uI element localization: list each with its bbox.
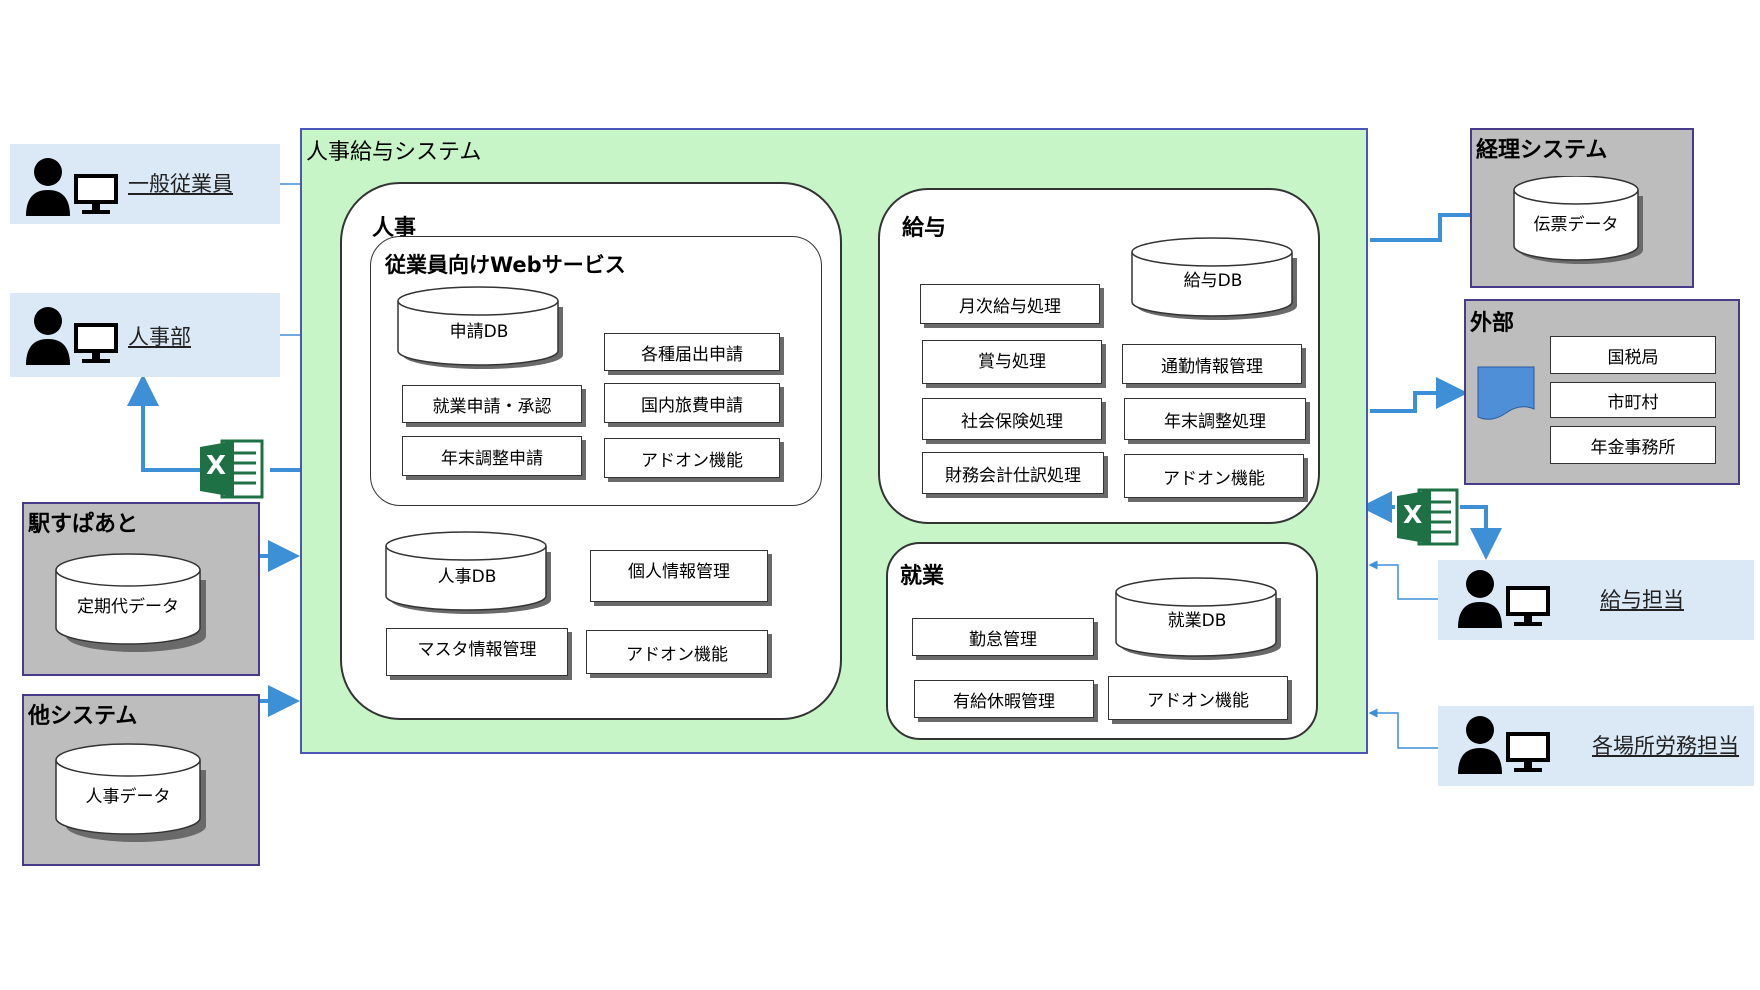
function-label: アドオン機能 (626, 644, 728, 665)
cylinder-label: 人事データ (85, 787, 171, 807)
external-shichoson: 市町村 (1550, 382, 1716, 418)
function-tsukin-joho: 通勤情報管理 (1122, 344, 1302, 384)
actor-label[interactable]: 各場所労務担当 (1592, 734, 1739, 758)
cylinder-label: 申請DB (449, 322, 509, 342)
function-label: 勤怠管理 (969, 629, 1037, 650)
excel-glyph: X (1403, 500, 1423, 529)
external-label: 国税局 (1607, 347, 1659, 368)
external-label: 市町村 (1607, 392, 1659, 413)
excel-icon-graphic (1397, 488, 1459, 546)
excel-to-payroll-arrow (1460, 505, 1502, 560)
cylinder-jinji-db: 人事DB (384, 530, 551, 614)
function-shakai-hoken: 社会保険処理 (922, 398, 1102, 440)
function-addon-kyuyo: アドオン機能 (1124, 454, 1304, 498)
section-title: 従業員向けWebサービス (385, 253, 626, 277)
person-computer-icon (26, 307, 118, 365)
function-nenmatsu-shori: 年末調整処理 (1124, 398, 1306, 440)
function-label: マスタ情報管理 (417, 640, 537, 660)
system-title: 外部 (1470, 311, 1515, 336)
actor-site-labor-staff[interactable]: 各場所労務担当 (1438, 706, 1754, 786)
function-label: アドオン機能 (1163, 468, 1265, 489)
system-accounting: 経理システム 伝票データ (1470, 128, 1694, 288)
function-yukyu: 有給休暇管理 (914, 680, 1094, 718)
person-computer-icon (26, 158, 118, 216)
system-ekisupa: 駅すぱあと 定期代データ (22, 502, 260, 676)
function-label: 賞与処理 (978, 352, 1046, 372)
actor-general-employee[interactable]: 一般従業員 (10, 144, 280, 224)
excel-icon: X (1395, 484, 1461, 550)
function-master-joho: マスタ情報管理 (386, 628, 568, 676)
external-label: 年金事務所 (1590, 437, 1676, 458)
function-label: 就業申請・承認 (432, 396, 552, 417)
function-kojin-joho: 個人情報管理 (590, 550, 768, 602)
cylinder-kyuyo-db: 給与DB (1130, 236, 1297, 320)
function-label: 年末調整申請 (441, 448, 543, 469)
system-title: 駅すぱあと (28, 512, 139, 537)
function-getsuji-kyuyo: 月次給与処理 (920, 284, 1100, 324)
excel-to-hr-arrow (127, 374, 200, 472)
site-labor-connector (1368, 708, 1438, 749)
function-label: 有給休暇管理 (953, 691, 1055, 712)
cylinder-label: 伝票データ (1533, 215, 1619, 235)
cylinder-jinji-data: 人事データ (54, 742, 206, 842)
cylinder-label: 給与DB (1183, 271, 1243, 291)
section-title: 給与 (902, 216, 947, 241)
cylinder-shape (1513, 176, 1643, 264)
excel-glyph: X (206, 451, 227, 481)
external-nenkin-jimusho: 年金事務所 (1550, 426, 1716, 464)
function-label: 財務会計仕訳処理 (945, 465, 1081, 486)
cylinder-label: 就業DB (1167, 611, 1227, 631)
section-title: 就業 (900, 564, 945, 589)
person-computer-icon (1458, 570, 1550, 628)
function-label: 国内旅費申請 (641, 395, 743, 416)
external-connector (1370, 377, 1468, 413)
function-zaimu-kaikei: 財務会計仕訳処理 (922, 452, 1104, 494)
excel-icon: X (198, 435, 266, 503)
cylinder-shape (397, 286, 563, 369)
actor-label[interactable]: 人事部 (128, 325, 191, 349)
actor-payroll-staff[interactable]: 給与担当 (1438, 560, 1754, 640)
cylinder-shape (55, 743, 206, 842)
system-title: 経理システム (1476, 138, 1608, 163)
function-shugyo-shinsei: 就業申請・承認 (402, 385, 582, 423)
cylinder-label: 人事DB (437, 567, 497, 587)
function-label: 通勤情報管理 (1161, 356, 1263, 377)
function-label: アドオン機能 (1147, 690, 1249, 711)
function-addon-jinji: アドオン機能 (586, 630, 768, 674)
cylinder-shinsei-db: 申請DB (396, 285, 563, 369)
cylinder-teikidai: 定期代データ (54, 552, 206, 652)
system-other: 他システム 人事データ (22, 694, 260, 866)
actor-label[interactable]: 一般従業員 (128, 172, 233, 196)
function-nenmatsu-shinsei: 年末調整申請 (402, 436, 582, 476)
main-system-title: 人事給与システム (306, 140, 482, 165)
function-kokunai-ryohi: 国内旅費申請 (604, 383, 780, 423)
cylinder-shape (1131, 237, 1297, 320)
actor-label[interactable]: 給与担当 (1600, 588, 1684, 612)
system-title: 他システム (28, 704, 138, 729)
function-label: 個人情報管理 (628, 562, 730, 582)
cylinder-label: 定期代データ (77, 597, 179, 617)
function-label: 各種届出申請 (641, 344, 743, 365)
cylinder-denpyo: 伝票データ (1512, 176, 1643, 264)
payroll-staff-connector (1368, 560, 1438, 600)
function-addon-shugyo: アドオン機能 (1108, 676, 1288, 720)
function-label: 社会保険処理 (961, 411, 1063, 432)
actor-hr-dept[interactable]: 人事部 (10, 293, 280, 377)
system-external: 外部 国税局 市町村 年金事務所 (1464, 299, 1740, 485)
function-kintai: 勤怠管理 (912, 618, 1094, 656)
external-kokuzeikyoku: 国税局 (1550, 336, 1716, 374)
cylinder-shape (385, 531, 551, 614)
function-addon-web: アドオン機能 (604, 438, 780, 478)
cylinder-shape (55, 553, 206, 652)
function-label: 年末調整処理 (1164, 411, 1266, 432)
person-computer-icon (1458, 716, 1550, 774)
function-kakushu-todoke: 各種届出申請 (604, 333, 780, 371)
document-icon (1477, 366, 1535, 420)
function-label: 月次給与処理 (959, 296, 1061, 317)
excel-icon-graphic (200, 439, 264, 499)
function-shoyo: 賞与処理 (922, 340, 1102, 384)
cylinder-shugyo-db: 就業DB (1114, 576, 1281, 660)
cylinder-shape (1115, 577, 1281, 660)
function-label: アドオン機能 (641, 450, 743, 471)
